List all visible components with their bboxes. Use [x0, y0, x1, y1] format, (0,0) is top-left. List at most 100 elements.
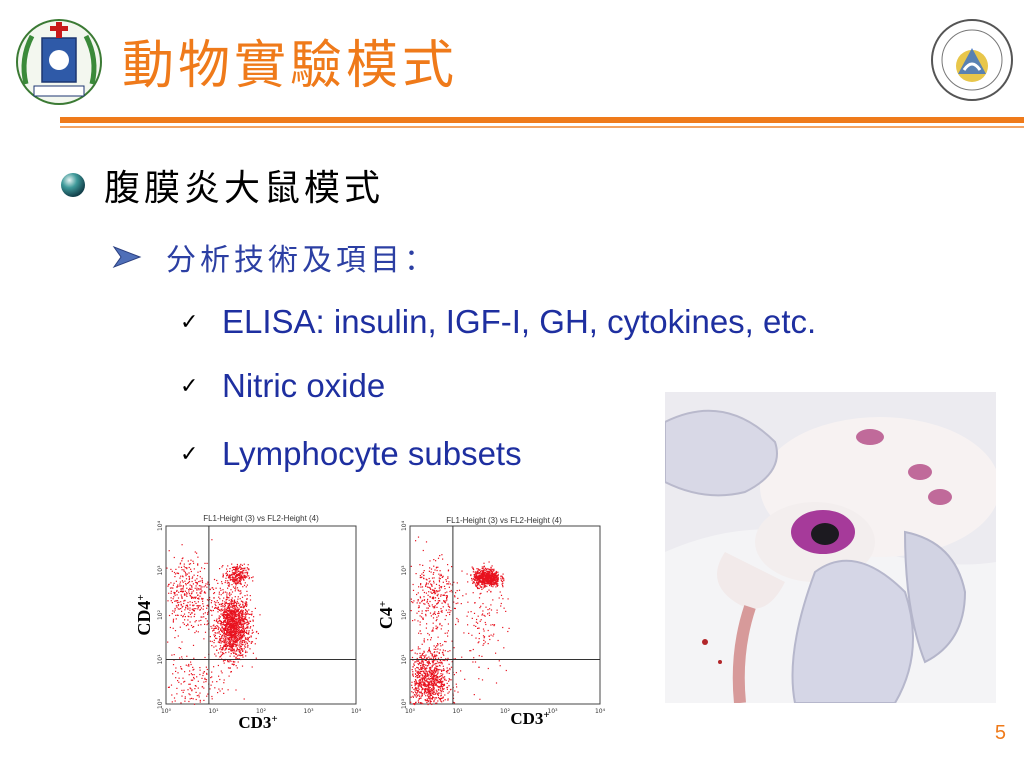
data-point — [242, 567, 244, 569]
data-point — [223, 639, 225, 641]
data-point — [417, 646, 419, 648]
data-point — [411, 656, 414, 659]
data-point — [497, 573, 499, 575]
data-point — [437, 693, 439, 695]
data-point — [440, 697, 442, 700]
data-point — [173, 596, 175, 598]
data-point — [211, 606, 213, 608]
data-point — [198, 694, 200, 696]
data-point — [446, 632, 448, 634]
data-point — [192, 626, 194, 628]
data-point — [431, 661, 434, 663]
data-point — [224, 635, 226, 637]
data-point — [229, 655, 231, 657]
data-point — [228, 640, 231, 642]
data-point — [444, 602, 446, 604]
data-point — [237, 614, 239, 616]
data-point — [416, 675, 418, 677]
data-point — [474, 576, 476, 578]
data-point — [426, 674, 429, 676]
data-point — [190, 679, 192, 681]
data-point — [242, 650, 244, 652]
data-point — [246, 622, 248, 624]
data-point — [485, 570, 487, 572]
data-point — [422, 618, 424, 620]
data-point — [242, 610, 244, 612]
data-point — [431, 654, 433, 656]
data-point — [221, 635, 223, 637]
data-point — [205, 681, 207, 683]
data-point — [194, 579, 196, 581]
data-point — [228, 585, 230, 587]
data-point — [484, 573, 486, 575]
data-point — [420, 668, 422, 671]
data-point — [234, 613, 236, 615]
data-point — [488, 635, 490, 637]
data-point — [414, 673, 417, 675]
data-point — [487, 576, 489, 579]
data-point — [493, 570, 495, 572]
data-point — [217, 582, 219, 584]
data-point — [246, 632, 248, 634]
data-point — [430, 674, 432, 676]
data-point — [181, 569, 183, 571]
data-point — [219, 568, 221, 570]
data-point — [411, 681, 413, 683]
data-point — [229, 607, 231, 609]
data-point — [216, 621, 219, 623]
data-point — [433, 669, 435, 671]
data-point — [243, 613, 245, 615]
data-point — [487, 572, 489, 574]
data-point — [189, 670, 191, 672]
data-point — [434, 679, 436, 682]
data-point — [177, 572, 180, 575]
data-point — [181, 606, 183, 608]
data-point — [428, 604, 430, 606]
data-point — [202, 600, 204, 602]
data-point — [241, 564, 243, 566]
data-point — [417, 685, 419, 687]
data-point — [433, 607, 435, 609]
data-point — [446, 595, 448, 597]
data-point — [195, 608, 197, 610]
data-point — [233, 628, 235, 630]
data-point — [422, 660, 424, 662]
data-point — [245, 605, 248, 607]
data-point — [420, 670, 423, 673]
data-point — [224, 638, 226, 640]
y-tick-label: 10⁴ — [157, 520, 164, 531]
data-point — [455, 672, 457, 674]
data-point — [223, 591, 225, 593]
data-point — [432, 606, 434, 608]
data-point — [226, 634, 228, 636]
data-point — [242, 635, 244, 637]
data-point — [422, 617, 424, 619]
data-point — [233, 574, 235, 576]
y-tick-label: 10¹ — [401, 654, 408, 665]
data-point — [241, 665, 244, 667]
data-point — [239, 655, 241, 657]
data-point — [179, 657, 181, 659]
data-point — [244, 602, 246, 604]
data-point — [213, 646, 215, 648]
data-point — [233, 638, 235, 640]
data-point — [230, 625, 232, 627]
data-point — [416, 689, 418, 691]
data-point — [182, 605, 184, 607]
data-point — [470, 650, 472, 652]
data-point — [426, 675, 428, 677]
data-point — [478, 572, 480, 574]
data-point — [228, 643, 231, 646]
data-point — [238, 573, 240, 575]
data-point — [228, 645, 230, 648]
data-point — [436, 618, 438, 621]
data-point — [236, 637, 238, 639]
data-point — [461, 570, 463, 572]
data-point — [445, 679, 447, 681]
data-point — [447, 577, 449, 579]
data-point — [438, 661, 440, 664]
data-point — [231, 605, 233, 607]
data-point — [243, 618, 245, 620]
data-point — [433, 572, 435, 574]
data-point — [223, 629, 225, 631]
